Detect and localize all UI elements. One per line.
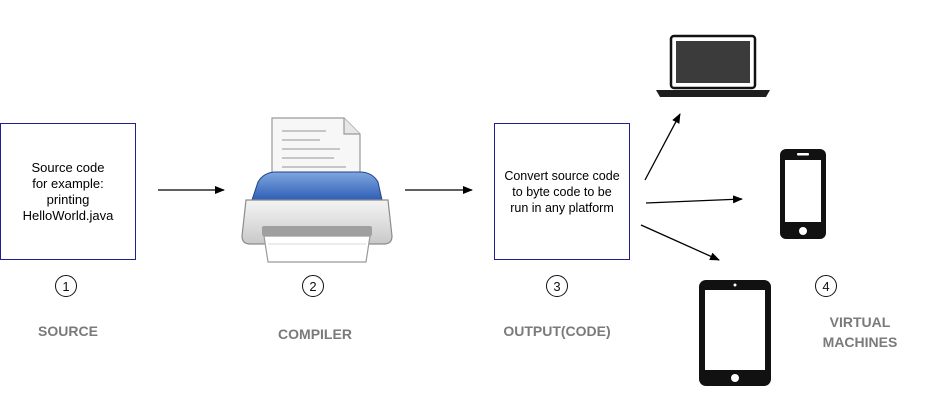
step-2-badge: 2 [302, 275, 324, 297]
arrow-output-to-laptop [644, 113, 681, 181]
output-label: OUTPUT(CODE) [503, 323, 611, 339]
source-box-text: Source code for example: printing HelloW… [22, 159, 114, 223]
arrow-output-to-tablet [640, 224, 720, 261]
smartphone-icon [780, 149, 826, 239]
source-label: SOURCE [38, 323, 98, 339]
compiler-label: COMPILER [278, 326, 352, 342]
source-box: Source code for example: printing HelloW… [0, 123, 136, 260]
step-3-badge: 3 [546, 275, 568, 297]
output-box-text: Convert source code to byte code to be r… [504, 168, 620, 215]
laptop-icon [656, 34, 770, 97]
virtual-machines-label: VIRTUAL MACHINES [822, 314, 898, 350]
output-box: Convert source code to byte code to be r… [494, 123, 630, 260]
printer-icon [241, 117, 393, 263]
tablet-icon [699, 280, 771, 386]
arrow-output-to-phone [645, 195, 743, 204]
step-4-badge: 4 [815, 275, 837, 297]
step-1-badge: 1 [55, 275, 77, 297]
